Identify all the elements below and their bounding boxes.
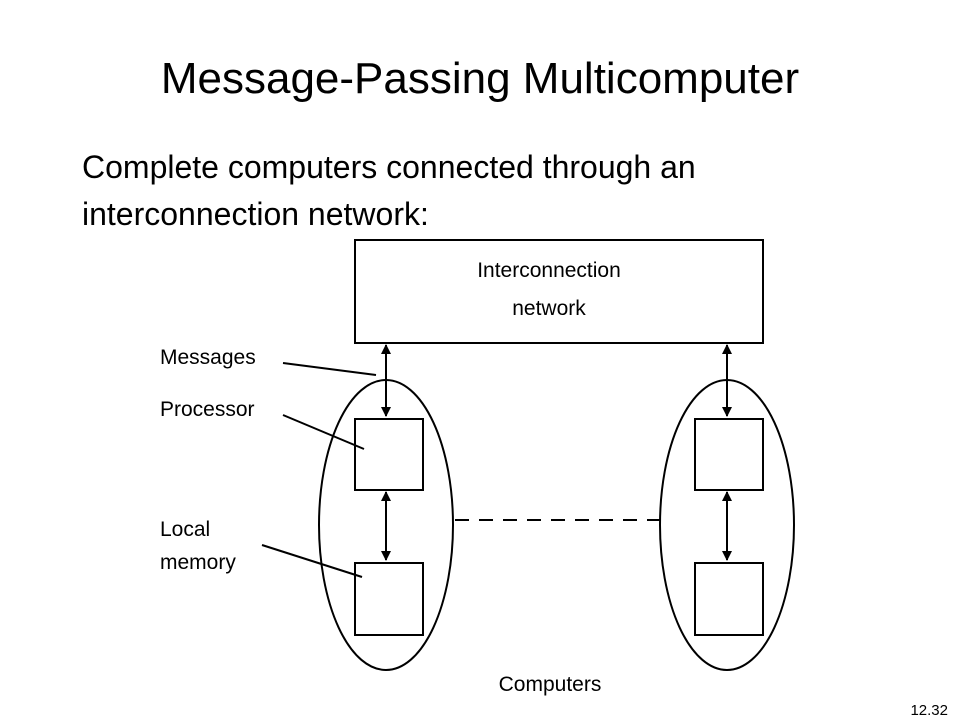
- network-label-line-2: network: [512, 297, 586, 320]
- page-number: 12.32: [910, 702, 948, 719]
- subtitle-line-2: interconnection network:: [82, 196, 429, 232]
- processor-box-left: [354, 418, 424, 491]
- leader-local-memory: [261, 544, 363, 578]
- network-label-line-1: Interconnection: [477, 259, 621, 282]
- label-messages: Messages: [160, 346, 256, 369]
- label-computers: Computers: [499, 673, 602, 696]
- slide-subtitle: Complete computers connected through an …: [82, 144, 882, 238]
- leader-processor: [282, 414, 365, 450]
- memory-box-right: [694, 562, 764, 636]
- label-local-memory-line-1: Local: [160, 518, 210, 541]
- interconnection-network-box: [354, 239, 764, 344]
- memory-box-left: [354, 562, 424, 636]
- processor-box-right: [694, 418, 764, 491]
- label-processor: Processor: [160, 398, 255, 421]
- subtitle-line-1: Complete computers connected through an: [82, 149, 696, 185]
- label-local-memory-line-2: memory: [160, 551, 236, 574]
- leader-messages: [282, 362, 377, 376]
- slide-title: Message-Passing Multicomputer: [160, 54, 800, 103]
